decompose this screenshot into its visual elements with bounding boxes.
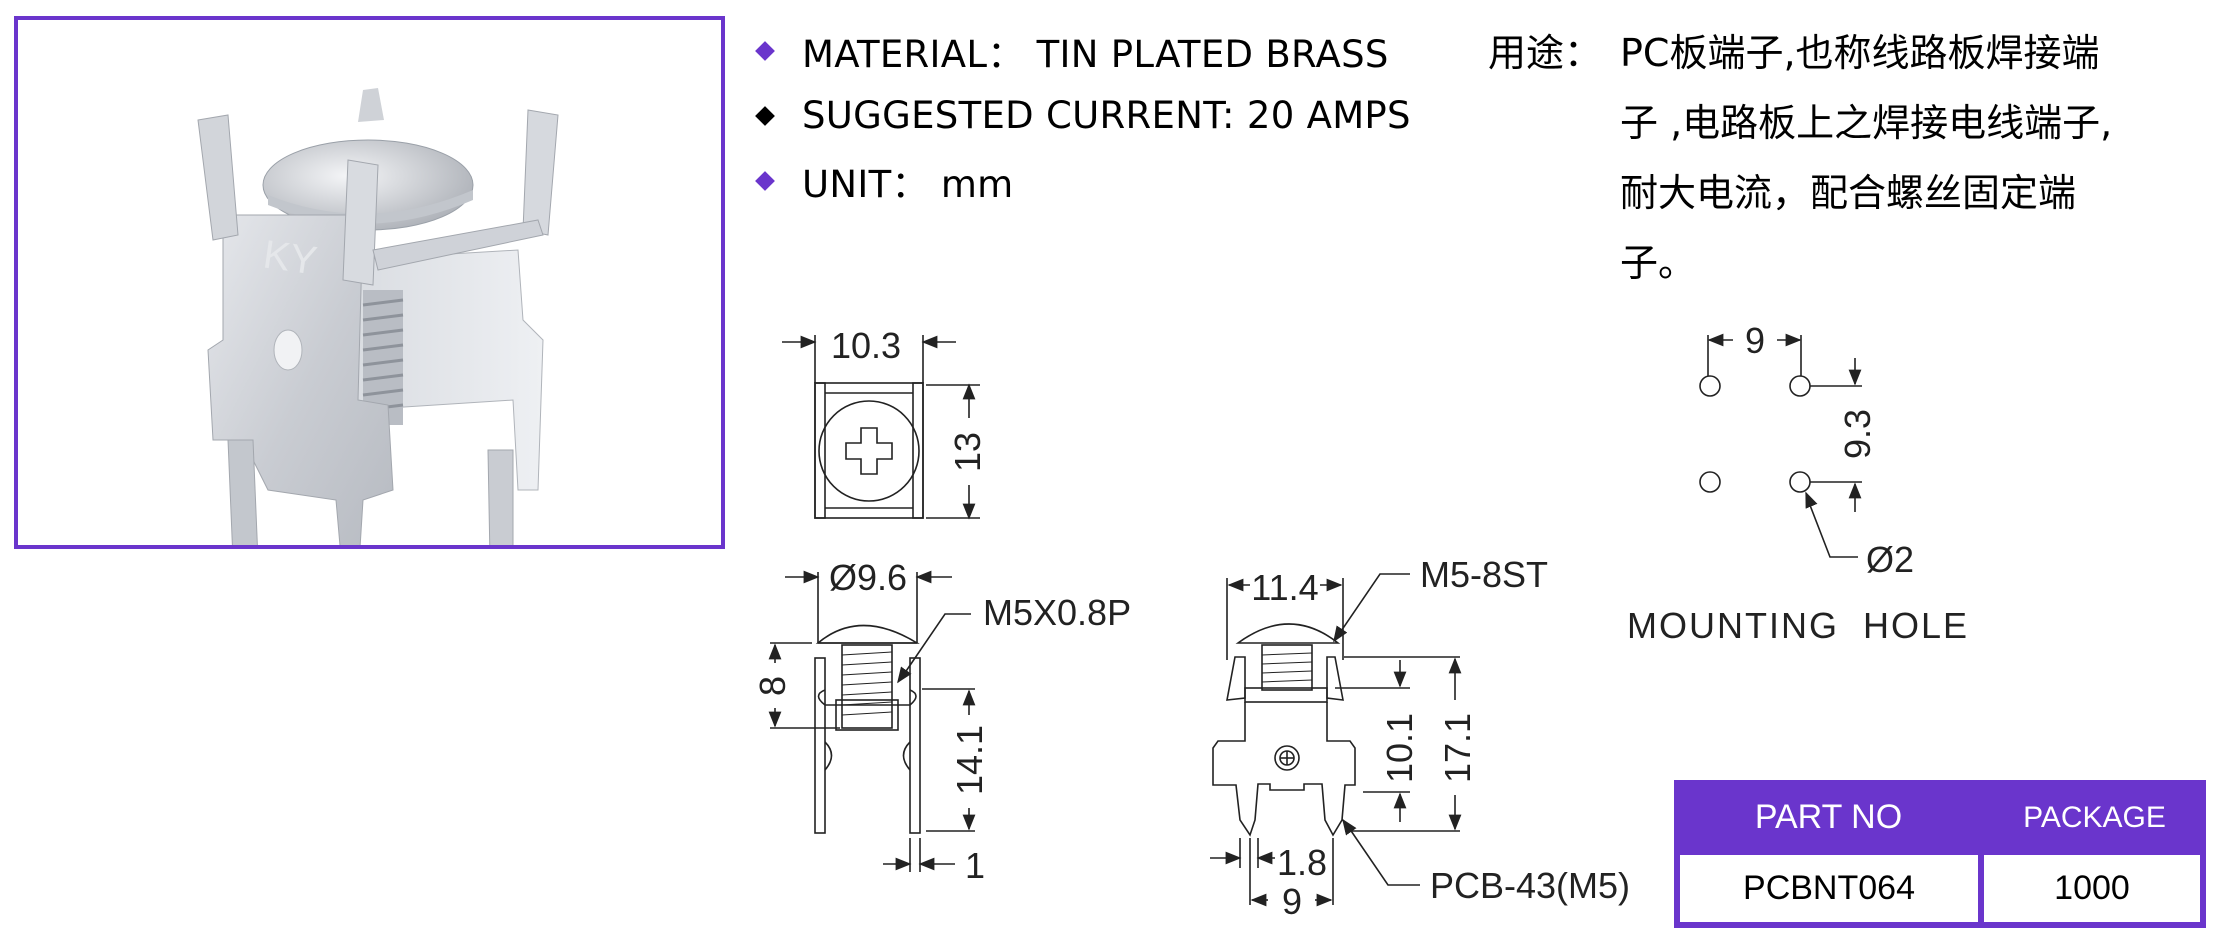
dim-front-total-height: 17.1 <box>1437 713 1478 783</box>
usage-line: 子 ,电路板上之焊接电线端子, <box>1620 101 2113 145</box>
dim-front-model: PCB-43(M5) <box>1430 865 1630 906</box>
diamond-bullet-icon <box>755 105 775 126</box>
spec-material-text: MATERIAL： TIN PLATED BRASS <box>802 32 1389 76</box>
brand-stamp: KY <box>261 232 320 283</box>
usage-line: PC板端子,也称线路板焊接端 <box>1620 31 2100 75</box>
dim-side-screw: M5X0.8P <box>983 592 1131 633</box>
diamond-bullet-icon <box>755 170 775 191</box>
front-view-drawing <box>1210 573 1462 907</box>
mounting-hole-title: MOUNTING HOLE <box>1627 605 1969 646</box>
usage-text: PC板端子,也称线路板焊接端 子 ,电路板上之焊接电线端子, 耐大电流，配合螺丝… <box>1620 18 2180 298</box>
spec-material: MATERIAL： TIN PLATED BRASS <box>750 18 1411 83</box>
dim-hole-dia: Ø2 <box>1866 539 1914 580</box>
part-table: PART NO PACKAGE PCBNT064 1000 <box>1674 780 2206 928</box>
spec-list: MATERIAL： TIN PLATED BRASS SUGGESTED CUR… <box>750 18 1411 213</box>
table-cell-package: 1000 <box>1984 855 2200 922</box>
usage-label: 用途： <box>1488 31 1603 75</box>
usage-line: 耐大电流，配合螺丝固定端 <box>1620 171 2077 215</box>
top-view-drawing <box>782 335 980 520</box>
spec-unit-text: UNIT： mm <box>802 162 1014 206</box>
dim-side-thickness: 1 <box>965 845 985 886</box>
side-view-drawing <box>768 570 976 872</box>
product-photo: KY <box>14 16 725 549</box>
dim-side-head-dia: Ø9.6 <box>829 557 907 598</box>
dim-front-pin-width: 1.8 <box>1277 842 1327 883</box>
dim-hole-pitch-x: 9 <box>1745 320 1765 361</box>
dim-hole-pitch-y: 9.3 <box>1837 409 1878 459</box>
diamond-bullet-icon <box>755 40 775 61</box>
terminal-photo-illustration: KY <box>197 88 559 545</box>
dim-side-screw-len: 8 <box>752 676 793 696</box>
spec-current-text: SUGGESTED CURRENT: 20 AMPS <box>802 94 1411 137</box>
usage-line: 子。 <box>1620 241 1697 285</box>
table-header-package: PACKAGE <box>2023 800 2166 834</box>
dim-front-width: 11.4 <box>1251 567 1318 608</box>
dim-front-inner-height: 10.1 <box>1379 713 1420 783</box>
dim-front-screw: M5-8ST <box>1420 554 1548 595</box>
spec-current: SUGGESTED CURRENT: 20 AMPS <box>750 83 1411 148</box>
spec-unit: UNIT： mm <box>750 148 1411 213</box>
dim-top-width: 10.3 <box>831 325 901 366</box>
table-cell-part-no: PCBNT064 <box>1680 855 1978 922</box>
dim-front-pin-pitch: 9 <box>1282 881 1302 922</box>
dim-side-height: 14.1 <box>949 725 990 795</box>
mounting-hole-drawing <box>1699 333 1862 558</box>
table-header-part-no: PART NO <box>1754 798 1903 836</box>
dim-top-height: 13 <box>947 432 988 472</box>
